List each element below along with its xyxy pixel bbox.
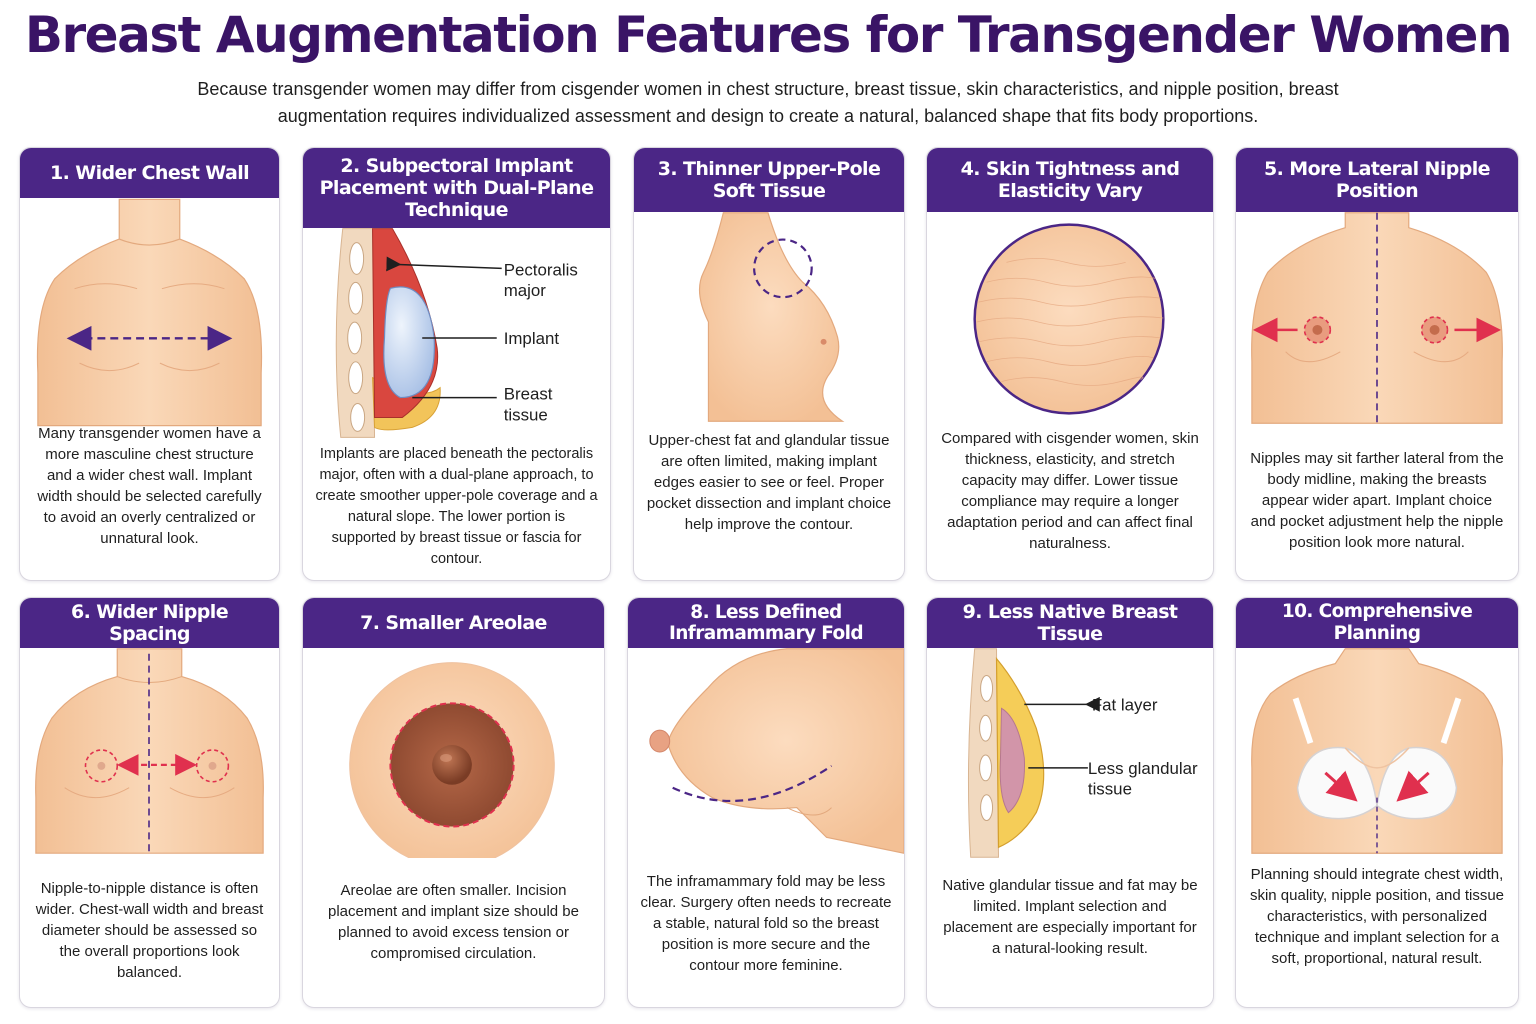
page-subtitle: Because transgender women may differ fro… xyxy=(197,79,1339,126)
label-glandular: Less glandular xyxy=(1088,759,1198,778)
label-breast-2: tissue xyxy=(504,405,548,424)
card-heading: 6. Wider Nipple Spacing xyxy=(20,598,279,648)
card-heading: 4. Skin Tightness and Elasticity Vary xyxy=(927,148,1213,212)
label-glandular-2: tissue xyxy=(1088,780,1132,799)
breast-profile xyxy=(698,212,845,422)
profile-illustration xyxy=(634,212,904,422)
skin-texture-illustration xyxy=(927,212,1213,422)
torso-nipple-illustration xyxy=(1236,212,1518,424)
card-heading: 2. Subpectoral Implant Placement with Du… xyxy=(303,148,610,228)
card-description: Nipple-to-nipple distance is often wider… xyxy=(35,880,264,981)
torso-spacing-illustration xyxy=(20,648,279,854)
card-heading: 3. Thinner Upper-Pole Soft Tissue xyxy=(634,148,904,212)
card-description: Planning should integrate chest width, s… xyxy=(1249,866,1505,967)
skin-circle xyxy=(973,223,1165,415)
left-inward-arrow xyxy=(1324,770,1358,802)
card-description: Areolae are often smaller. Incision plac… xyxy=(328,882,579,962)
card-heading: 7. Smaller Areolae xyxy=(303,598,604,648)
card-comprehensive-planning: 10. Comprehensive Planning Planning shou… xyxy=(1235,597,1519,1008)
label-pectoralis-2: major xyxy=(504,281,547,300)
card-thinner-upper-pole: 3. Thinner Upper-Pole Soft Tissue Upper-… xyxy=(633,147,905,581)
card-heading: 8. Less Defined Inframammary Fold xyxy=(628,598,904,648)
card-wider-chest-wall: 1. Wider Chest Wall Many transgender wom… xyxy=(19,147,280,581)
card-description: Upper-chest fat and glandular tissue are… xyxy=(646,432,892,533)
implant xyxy=(383,286,435,399)
tissue-cross-section-illustration: Fat layer Less glandular tissue xyxy=(927,648,1213,858)
card-description: Native glandular tissue and fat may be l… xyxy=(942,877,1198,957)
areola-illustration xyxy=(303,648,604,858)
card-subpectoral-placement: 2. Subpectoral Implant Placement with Du… xyxy=(302,147,611,581)
card-description: Nipples may sit farther lateral from the… xyxy=(1250,450,1504,551)
nipple xyxy=(432,745,472,785)
label-pectoralis: Pectoralis xyxy=(504,260,578,279)
fold-illustration xyxy=(628,648,904,854)
card-skin-tightness: 4. Skin Tightness and Elasticity Vary Co… xyxy=(926,147,1214,581)
ribcage xyxy=(335,228,376,438)
card-description: Implants are placed beneath the pectoral… xyxy=(315,446,598,567)
label-breast: Breast xyxy=(504,385,553,404)
label-implant: Implant xyxy=(504,329,560,348)
fold-line xyxy=(672,764,833,802)
card-less-native-tissue: 9. Less Native Breast Tissue Fat layer L… xyxy=(926,597,1214,1008)
card-description: The inframammary fold may be less clear.… xyxy=(640,873,892,974)
glandular-tissue xyxy=(999,707,1026,814)
card-lateral-nipple: 5. More Lateral Nipple Position Nipples … xyxy=(1235,147,1519,581)
card-heading: 1. Wider Chest Wall xyxy=(20,148,279,198)
bra-illustration xyxy=(1236,648,1518,854)
right-inward-arrow xyxy=(1396,770,1430,802)
card-heading: 10. Comprehensive Planning xyxy=(1236,598,1518,648)
card-wider-nipple-spacing: 6. Wider Nipple Spacing Nipple-to-nipple… xyxy=(19,597,280,1008)
cross-section-illustration: Pectoralis major Implant Breast tissue xyxy=(303,228,610,438)
card-description: Many transgender women have a more mascu… xyxy=(37,425,262,547)
card-heading: 9. Less Native Breast Tissue xyxy=(927,598,1213,648)
card-description: Compared with cisgender women, skin thic… xyxy=(941,430,1199,552)
card-smaller-areolae: 7. Smaller Areolae Areolae are often sma… xyxy=(302,597,605,1008)
label-fat-layer: Fat layer xyxy=(1092,695,1158,714)
page-title: Breast Augmentation Features for Transge… xyxy=(24,6,1513,64)
torso-illustration xyxy=(20,198,279,560)
card-inframammary-fold: 8. Less Defined Inframammary Fold The in… xyxy=(627,597,905,1008)
card-heading: 5. More Lateral Nipple Position xyxy=(1236,148,1518,212)
upper-pole-circle xyxy=(753,238,813,299)
breast-side xyxy=(667,648,904,854)
torso-figure xyxy=(36,198,263,427)
